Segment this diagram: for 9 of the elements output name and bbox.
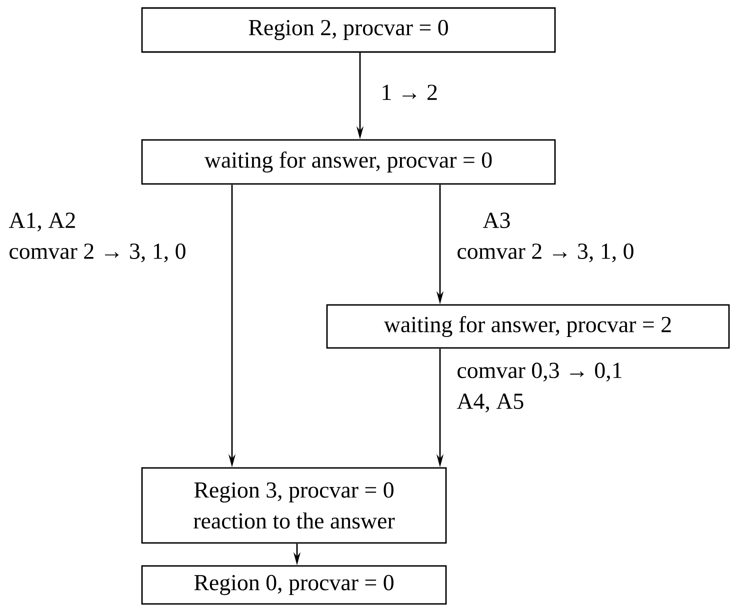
process-box: Region 3, procvar = 0 reaction to the answer	[141, 467, 447, 544]
edge-label: A1, A2 comvar 2 → 3, 1, 0	[8, 212, 186, 262]
edge-label: comvar 0,3 → 0,1 A4, A5	[456, 362, 622, 412]
process-box: waiting for answer, procvar = 0	[141, 139, 556, 185]
edge-label: 1 → 2	[382, 84, 437, 100]
process-box: Region 0, procvar = 0	[141, 565, 447, 605]
process-box: waiting for answer, procvar = 2	[326, 304, 730, 349]
process-box: Region 2, procvar = 0	[141, 7, 556, 53]
edge-label: A3 comvar 2 → 3, 1, 0	[458, 212, 634, 262]
